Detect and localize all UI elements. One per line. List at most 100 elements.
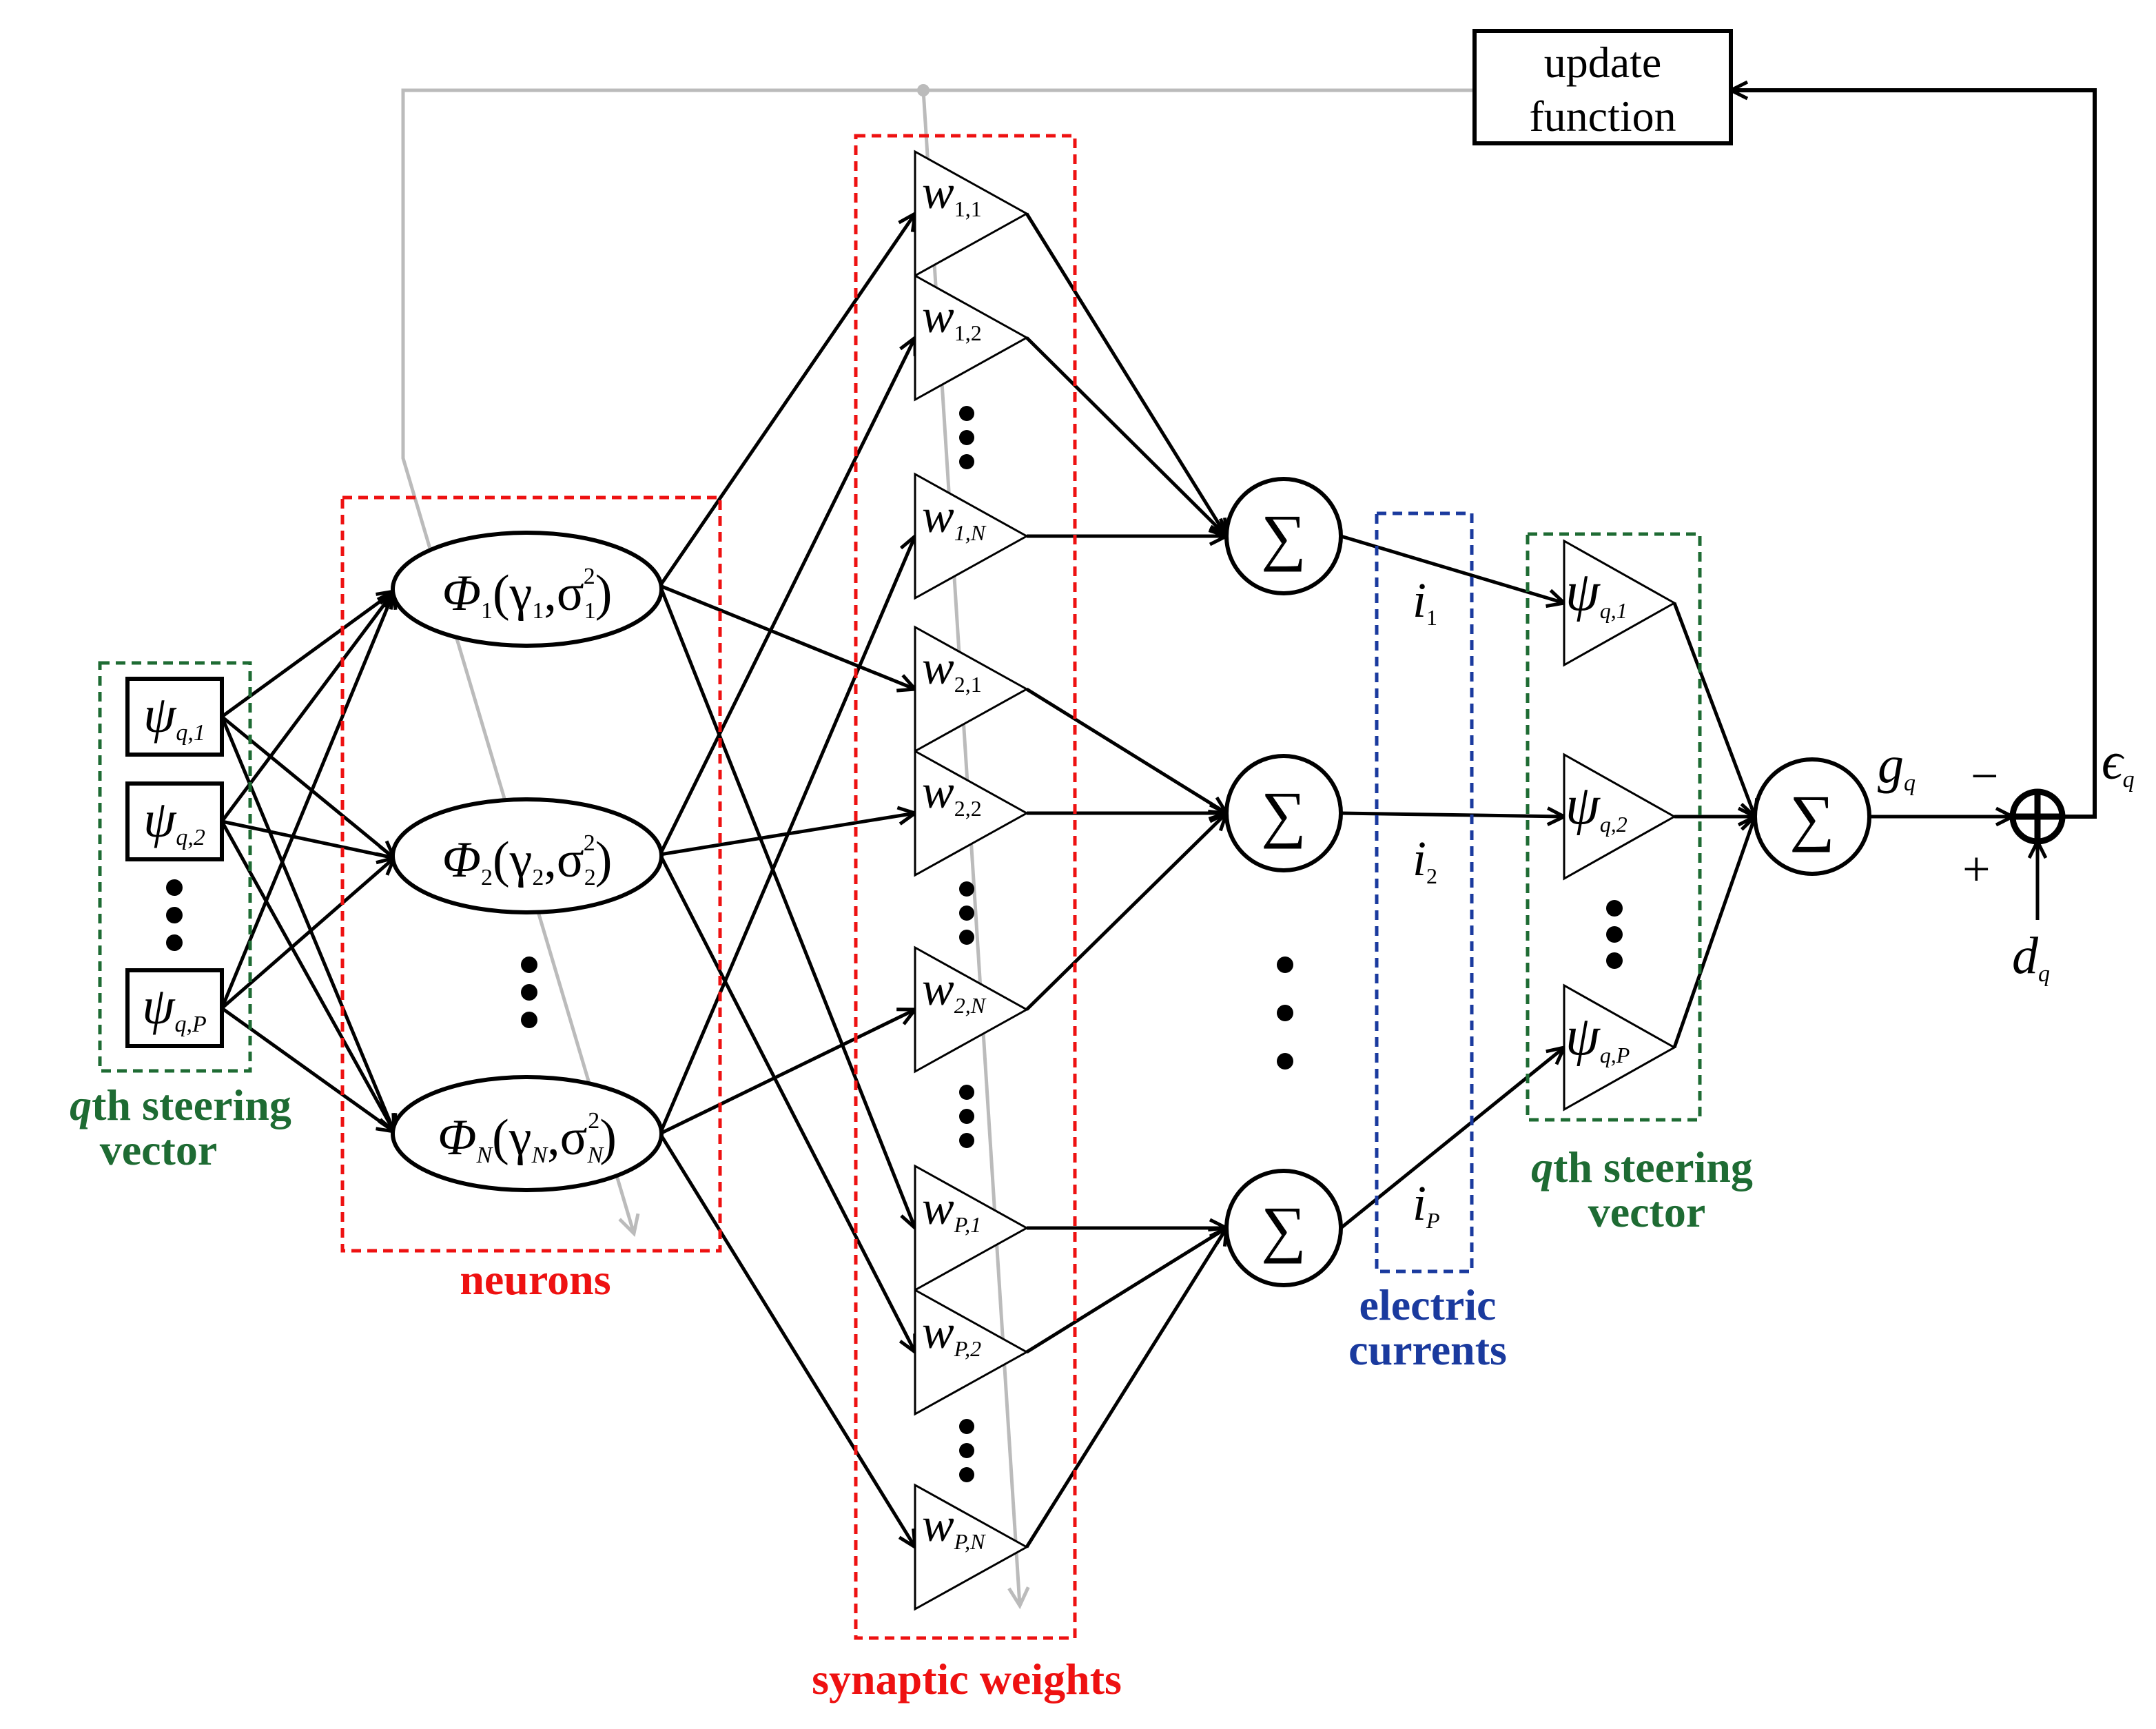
output-gain-p: ψq,P xyxy=(1563,983,1677,1112)
input-group-label-line1: qth steering xyxy=(70,1081,291,1129)
neurons-group-box xyxy=(340,495,722,1253)
weight-wpn-sub: P,N xyxy=(954,1529,986,1554)
weight-w21: w2,1 xyxy=(914,625,1029,753)
edge-input3-neuron1 xyxy=(220,591,394,1009)
input-node-1: ψq,1 xyxy=(125,677,224,757)
edge-neuron3-weight3 xyxy=(658,536,915,1134)
weight-wpn: wP,N xyxy=(914,1483,1029,1611)
signal-minus: − xyxy=(1971,748,1999,804)
update-label-line2: function xyxy=(1529,92,1676,141)
svg-text:ψq,P: ψq,P xyxy=(142,977,206,1037)
svg-text:ψq,2: ψq,2 xyxy=(1565,775,1628,837)
edge-sum1-gain1 xyxy=(1340,534,1564,603)
output-gain-p-sub: q,P xyxy=(1600,1043,1630,1067)
output-gain-2: ψq,2 xyxy=(1563,753,1677,881)
weight-w12: w1,2 xyxy=(914,274,1029,402)
weight-w2n-sub: 2,N xyxy=(954,993,987,1018)
output-gain-1: ψq,1 xyxy=(1563,539,1677,667)
edge-neuron1-weight7 xyxy=(658,585,915,1228)
svg-text:ψq,1: ψq,1 xyxy=(143,686,205,746)
edge-neuron3-weight9 xyxy=(658,1132,915,1547)
svg-text:w1,1: w1,1 xyxy=(922,166,982,221)
neuron-n-sigma-sup: 2 xyxy=(588,1108,599,1134)
input-2-subscript: q,2 xyxy=(176,825,205,850)
signal-plus: + xyxy=(1962,841,1991,897)
edge-weight8-sump xyxy=(1025,1228,1226,1354)
svg-text:wP,N: wP,N xyxy=(922,1499,986,1554)
edge-gain1-outsum xyxy=(1672,602,1755,817)
edge-gainp-outsum xyxy=(1672,817,1755,1048)
weight-w2n: w2,N xyxy=(914,945,1029,1074)
weight-triangles: w1,1 w1,2 w1,N w2,1 w2,2 w2,N wP,1 wP,2 … xyxy=(914,150,1029,1611)
current-i2: i2 xyxy=(1413,831,1437,888)
svg-text:ψq,2: ψq,2 xyxy=(143,790,205,850)
current-ip-sub: P xyxy=(1426,1208,1440,1233)
weight-w21-sub: 2,1 xyxy=(954,672,982,697)
weight-w12-sub: 1,2 xyxy=(954,320,982,345)
svg-text:w1,2: w1,2 xyxy=(922,290,982,345)
output-gain-2-sub: q,2 xyxy=(1600,812,1628,837)
svg-text:wP,2: wP,2 xyxy=(922,1306,981,1361)
svg-text:w1,N: w1,N xyxy=(922,490,987,545)
comparator-node xyxy=(2009,788,2066,845)
sum-ellipsis-dots xyxy=(1277,956,1293,1070)
sum-node-1-symbol: ∑ xyxy=(1261,502,1306,572)
currents-group-label-line1: electric xyxy=(1359,1280,1497,1329)
signal-d: dq xyxy=(2012,927,2050,987)
output-ellipsis-dots xyxy=(1606,900,1623,969)
svg-text:w2,2: w2,2 xyxy=(922,766,982,821)
edge-weight2-sum1 xyxy=(1025,336,1226,536)
sum-node-2: ∑ xyxy=(1224,754,1343,872)
currents-group-box xyxy=(1375,511,1474,1273)
edge-weight1-sum1 xyxy=(1025,212,1226,536)
weight-wp2: wP,2 xyxy=(914,1288,1029,1416)
currents-group-label-line2: currents xyxy=(1348,1325,1507,1374)
svg-text:ΦN(γN,σN2): ΦN(γN,σN2) xyxy=(438,1108,617,1168)
current-i2-sub: 2 xyxy=(1426,863,1437,888)
svg-text:ψq,P: ψq,P xyxy=(1565,1006,1630,1067)
weight-w1n-sub: 1,N xyxy=(954,520,987,545)
update-function-box xyxy=(1472,29,1733,145)
edge-weight9-sump xyxy=(1025,1228,1226,1548)
output-group-box xyxy=(1526,532,1702,1122)
edge-weight4-sum2 xyxy=(1025,687,1226,813)
edge-neuron1-weight4 xyxy=(659,584,915,689)
edge-input2-neuron2 xyxy=(221,819,394,858)
signal-epsilon: ϵq xyxy=(2102,733,2135,792)
edge-error-feedback xyxy=(1731,90,2097,819)
neuron-1-phi-sub: 1 xyxy=(481,598,493,624)
edge-neuron2-weight2 xyxy=(658,338,915,856)
weight-w11: w1,1 xyxy=(914,150,1029,278)
output-group-label-line2: vector xyxy=(1588,1187,1706,1236)
output-sum-symbol: ∑ xyxy=(1789,782,1835,852)
input-1-subscript: q,1 xyxy=(176,720,205,746)
neuron-2-phi-sub: 2 xyxy=(481,865,493,890)
neuron-2-sigma-sup: 2 xyxy=(584,830,595,856)
weight-wp1: wP,1 xyxy=(914,1164,1029,1292)
neuron-2-phi: Φ xyxy=(442,832,481,888)
weights-group-label: synaptic weights xyxy=(812,1655,1122,1704)
current-i1-sub: 1 xyxy=(1426,605,1437,630)
weight-w11-sub: 1,1 xyxy=(954,196,982,221)
svg-text:wP,1: wP,1 xyxy=(922,1182,981,1237)
edge-input2-neuron3 xyxy=(220,820,394,1132)
edge-input3-neuron2 xyxy=(220,858,394,1010)
edge-sump-gainp xyxy=(1339,1047,1564,1229)
weight-w22: w2,2 xyxy=(914,749,1029,877)
input-node-2: ψq,2 xyxy=(125,781,224,861)
signal-g-sub: q xyxy=(1904,770,1916,796)
output-gain-1-sub: q,1 xyxy=(1600,598,1628,623)
neuron-1-phi: Φ xyxy=(442,565,481,622)
sum-node-p: ∑ xyxy=(1224,1169,1343,1287)
input-group-label-line2: vector xyxy=(100,1125,218,1174)
weight-wp2-sub: P,2 xyxy=(954,1336,981,1361)
input-group-box xyxy=(98,661,252,1073)
svg-text:ψq,1: ψq,1 xyxy=(1565,562,1628,623)
weight-wp1-sub: P,1 xyxy=(954,1212,981,1237)
neuron-n-sigma-sub: N xyxy=(587,1143,605,1168)
neuron-1-gamma-sub: 1 xyxy=(532,598,544,624)
edge-sum2-gain2 xyxy=(1340,813,1564,817)
connection-edges xyxy=(220,90,2097,1548)
neuron-1-sigma-sub: 1 xyxy=(584,598,596,624)
